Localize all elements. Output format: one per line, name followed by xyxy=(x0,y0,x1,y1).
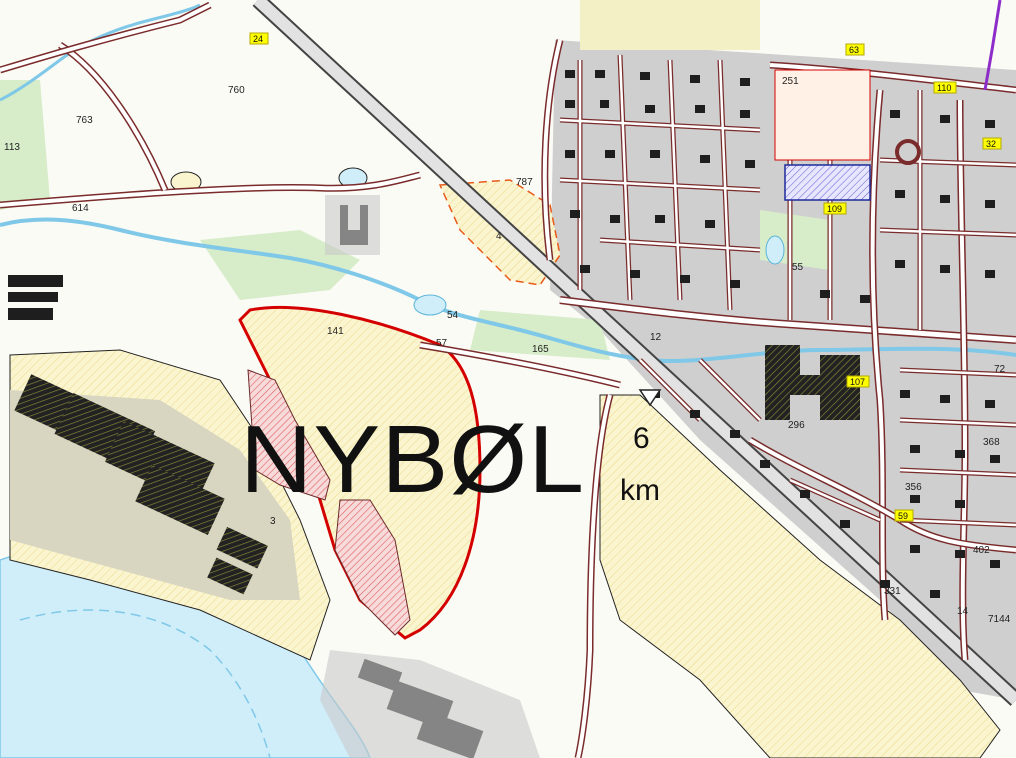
blue-zone xyxy=(784,164,871,201)
forest-patch-1 xyxy=(0,80,50,210)
forest-patch-2 xyxy=(200,230,360,300)
parcel-label: 141 xyxy=(327,326,344,337)
parcel-label: 3 xyxy=(270,516,276,527)
parcel-label: 55 xyxy=(792,262,804,273)
badge-label: 32 xyxy=(986,139,996,149)
parcel-label: 72 xyxy=(994,364,1006,375)
parcel-label: 12 xyxy=(650,332,662,343)
parcel-labels: 763 760 113 614 787 4 141 54 57 165 3 55… xyxy=(4,76,1011,625)
parcel-label: 787 xyxy=(516,177,533,188)
parcel-label: 331 xyxy=(884,586,901,597)
lake-depth-line xyxy=(19,609,271,758)
nybol-zone-red-hatch-1 xyxy=(247,369,331,501)
parcel-label: 296 xyxy=(788,420,805,431)
parcel-label: 402 xyxy=(973,545,990,556)
buildings-west xyxy=(14,374,268,595)
parcel-label: 14 xyxy=(957,606,969,617)
badge-label: 24 xyxy=(253,34,263,44)
buildings-farm-left xyxy=(8,275,63,320)
badge-label: 59 xyxy=(898,511,908,521)
parcel-label: 113 xyxy=(4,142,20,153)
harbour-area xyxy=(320,650,540,758)
parcel-label: 614 xyxy=(72,203,89,214)
nybol-zone-red-hatch-2 xyxy=(334,499,411,636)
parcel-block-251 xyxy=(774,69,871,161)
parcel-label: 4 xyxy=(496,231,502,242)
zone-south-east xyxy=(599,394,1001,758)
nybol-zone[interactable] xyxy=(238,305,482,640)
farm-yard-top xyxy=(325,195,380,255)
badge-label: 110 xyxy=(937,83,951,93)
parcel-label: 7144 xyxy=(988,614,1011,625)
parcel-label: 368 xyxy=(983,437,1000,448)
parcel-label: 54 xyxy=(447,310,459,321)
town-name-label: NYBØL xyxy=(240,406,585,513)
school-building xyxy=(765,345,860,420)
parcel-label: 356 xyxy=(905,482,922,493)
town-houses xyxy=(565,70,1000,598)
parcel-label: 251 xyxy=(782,76,799,87)
badge-label: 107 xyxy=(850,377,865,387)
parcel-label: 760 xyxy=(228,85,245,96)
pond-1 xyxy=(413,294,447,316)
pond-2 xyxy=(765,235,785,265)
parcel-label: 165 xyxy=(532,344,549,355)
municipal-boundary xyxy=(983,0,1002,91)
badge-label: 109 xyxy=(827,204,842,214)
number-badges: 24 63 110 109 107 59 32 xyxy=(249,32,1002,522)
badge-label: 63 xyxy=(849,45,859,55)
roundabout xyxy=(895,139,921,165)
parcel-label: 57 xyxy=(436,338,448,349)
triangulation-marker xyxy=(638,389,662,407)
parcel-label: 763 xyxy=(76,115,93,126)
distance-value: 6 xyxy=(633,422,650,455)
forest-patch-5 xyxy=(580,0,760,50)
distance-unit: km xyxy=(620,474,660,507)
stream xyxy=(0,217,1016,364)
